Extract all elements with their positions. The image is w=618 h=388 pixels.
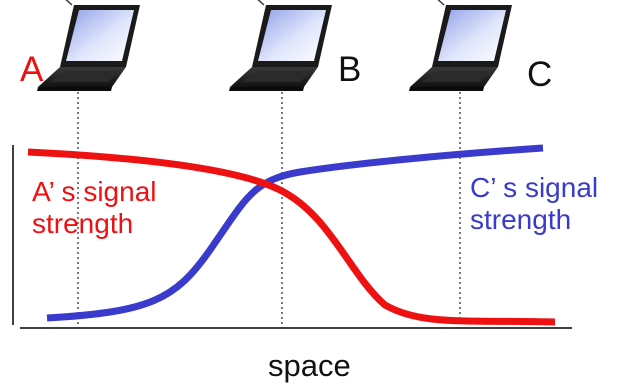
laptop-b-icon	[223, 0, 333, 92]
x-axis-label: space	[268, 348, 351, 383]
c-signal-caption-line2: strength	[470, 204, 572, 236]
a-signal-caption-line2: strength	[32, 208, 134, 240]
c-signal-caption: C’ s signal strength	[470, 172, 598, 236]
a-signal-curve	[27, 148, 556, 326]
node-c-label: C	[527, 55, 553, 94]
a-signal-caption-line1: A’ s signal	[32, 176, 157, 207]
c-signal-curve	[46, 144, 544, 322]
node-a-label: A	[20, 50, 44, 89]
laptop-c-icon	[403, 0, 513, 92]
a-signal-caption: A’ s signal strength	[32, 176, 157, 240]
laptop-a-icon	[31, 0, 141, 92]
c-signal-caption-line1: C’ s signal	[470, 172, 599, 203]
node-b-label: B	[338, 50, 362, 89]
